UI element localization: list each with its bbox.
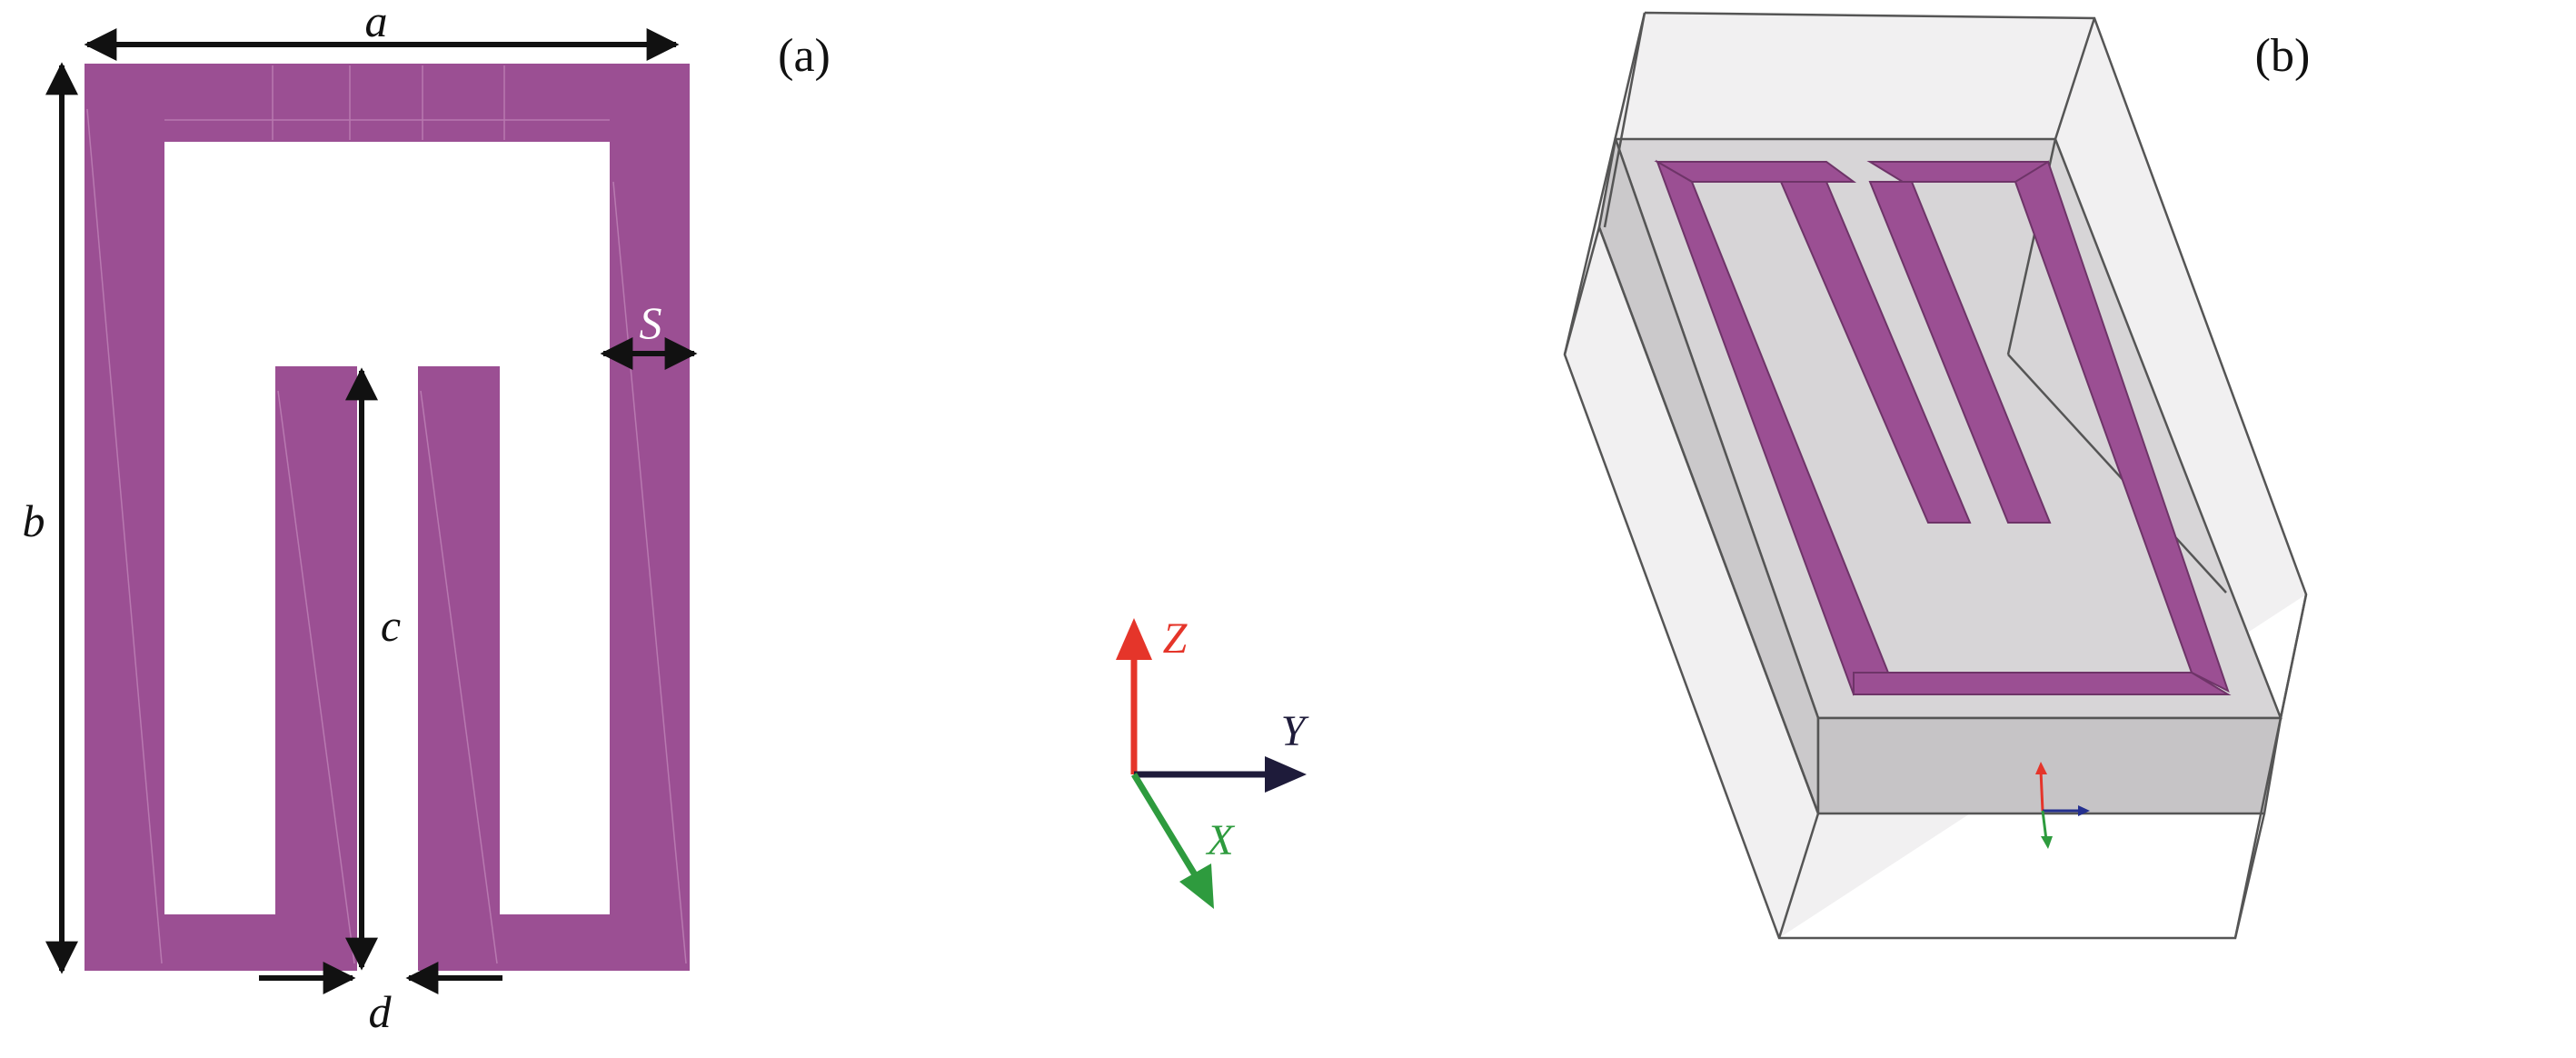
frame-left-bar	[85, 64, 164, 971]
dim-b-label: b	[23, 495, 45, 546]
dimension-lines	[45, 28, 698, 994]
inner-finger-right	[418, 366, 500, 971]
outer-box-edges	[1563, 11, 2308, 940]
resonator-3d-finger-left	[1779, 181, 1972, 524]
resonator-3d-finger-right	[1868, 181, 2052, 524]
axis-x-line	[1131, 773, 1198, 878]
mini-axis-z-head	[2035, 762, 2047, 774]
dim-a-label: a	[365, 0, 388, 46]
frame-top-bar	[85, 64, 690, 142]
resonator-3d-bottom-bar	[1853, 672, 2232, 695]
mini-axis-x	[2041, 810, 2048, 841]
mini-axis-x-head	[2041, 836, 2053, 849]
dim-d-label: d	[369, 986, 393, 1037]
mesh-lines	[86, 65, 687, 964]
frame-right-bar	[610, 64, 690, 971]
axis-z-arrowhead	[1116, 618, 1152, 660]
mini-axis-y-head	[2078, 805, 2090, 816]
axis-z-label: Z	[1163, 614, 1189, 663]
substrate-front-face	[1816, 716, 2283, 815]
mini-axis-z	[2039, 770, 2044, 812]
axis-y-arrowhead	[1265, 756, 1307, 793]
dim-c-label: c	[381, 600, 401, 651]
axis-x-arrowhead	[1179, 863, 1214, 909]
panel-a-label: (a)	[778, 30, 830, 82]
simulation-box-3d	[1563, 11, 2308, 940]
mini-axes-triad	[2035, 762, 2090, 849]
axes-triad	[1116, 618, 1307, 909]
resonator-top-view	[85, 64, 690, 971]
resonator-3d	[1654, 159, 2232, 696]
axis-y-label: Y	[1281, 707, 1309, 755]
axis-x-label: X	[1205, 816, 1235, 864]
inner-finger-left	[275, 366, 357, 971]
panel-b-label: (b)	[2255, 30, 2311, 82]
dim-s-label: S	[640, 297, 662, 348]
